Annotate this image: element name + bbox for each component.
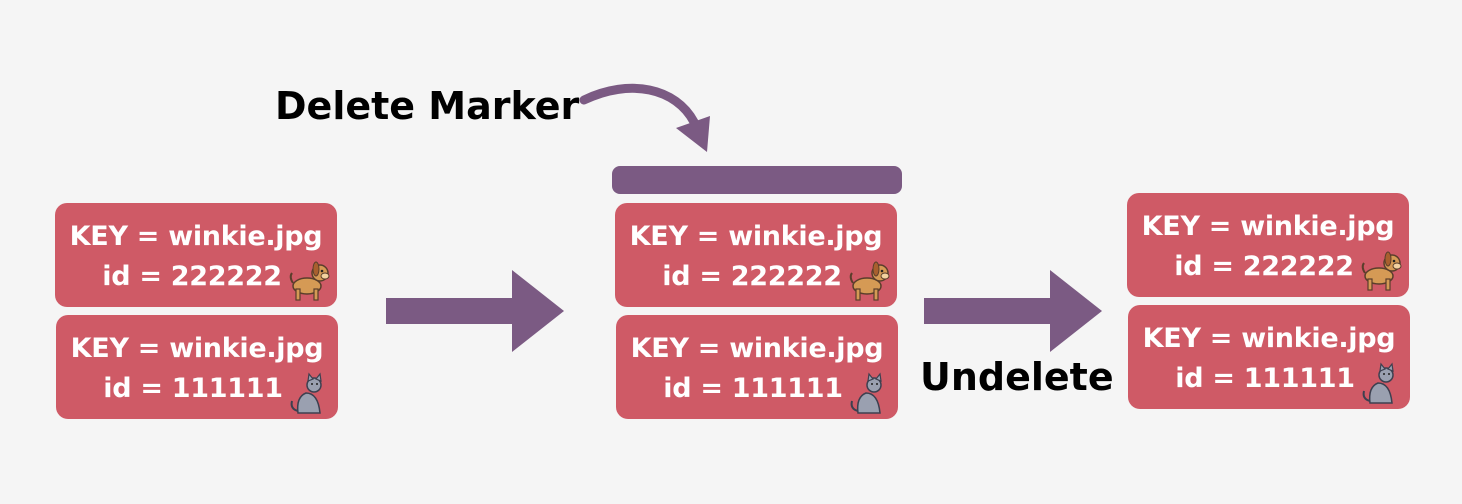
version-key: KEY = winkie.jpg <box>1142 323 1396 354</box>
version-card-111111: KEY = winkie.jpg id = 111111 <box>56 315 338 419</box>
cat-icon <box>290 372 322 414</box>
version-key: KEY = winkie.jpg <box>630 333 884 364</box>
arrow-right-icon <box>924 270 1102 352</box>
curved-arrow-icon <box>579 83 710 152</box>
version-id: id = 111111 <box>1175 363 1355 394</box>
undelete-label: Undelete <box>920 355 1114 399</box>
version-card-222222: KEY = winkie.jpg id = 222222 <box>55 203 337 307</box>
cat-icon <box>850 372 882 414</box>
version-key: KEY = winkie.jpg <box>69 221 323 252</box>
version-id: id = 111111 <box>663 373 843 404</box>
version-key: KEY = winkie.jpg <box>1141 211 1395 242</box>
cat-icon <box>1362 362 1394 404</box>
version-key: KEY = winkie.jpg <box>70 333 324 364</box>
dog-icon <box>289 261 330 301</box>
version-id: id = 222222 <box>102 261 282 292</box>
version-id: id = 222222 <box>662 261 842 292</box>
delete-marker-bar <box>612 166 902 194</box>
delete-marker-label: Delete Marker <box>275 84 580 128</box>
arrow-right-icon <box>386 270 564 352</box>
version-card-111111: KEY = winkie.jpg id = 111111 <box>616 315 898 419</box>
version-card-222222: KEY = winkie.jpg id = 222222 <box>1127 193 1409 297</box>
version-key: KEY = winkie.jpg <box>629 221 883 252</box>
dog-icon <box>849 261 890 301</box>
version-id: id = 222222 <box>1174 251 1354 282</box>
version-card-222222: KEY = winkie.jpg id = 222222 <box>615 203 897 307</box>
dog-icon <box>1361 251 1402 291</box>
version-card-111111: KEY = winkie.jpg id = 111111 <box>1128 305 1410 409</box>
version-id: id = 111111 <box>103 373 283 404</box>
